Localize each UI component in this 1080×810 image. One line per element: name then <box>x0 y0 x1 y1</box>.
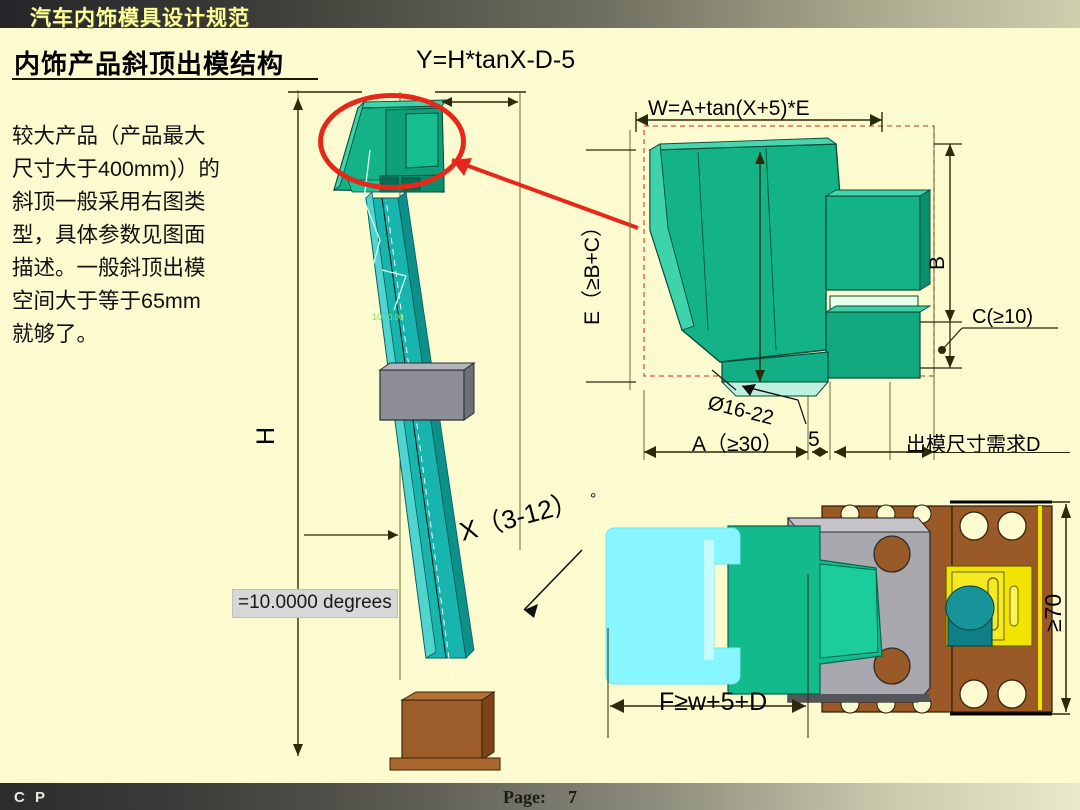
dim-b-label: B <box>926 255 949 270</box>
subtitle-underline <box>12 78 318 80</box>
page-title: 汽车内饰模具设计规范 <box>30 7 250 30</box>
dim-demold-underline <box>906 452 1070 454</box>
page-indicator: Page: 7 <box>0 787 1080 808</box>
degree-symbol-label: ° <box>590 491 597 508</box>
page-number: 7 <box>567 787 577 807</box>
dim-70-label: ≥70 <box>1040 593 1066 632</box>
dim-f-label: F≥w+5+D <box>659 688 768 716</box>
dim-a-label: A（≥30） <box>692 433 783 456</box>
dim-c-label: C(≥10) <box>972 306 1033 328</box>
lifter-head-detail-drawing <box>586 112 1058 460</box>
svg-text:10: 10 <box>372 312 382 322</box>
lifter-plan-drawing <box>605 500 1071 738</box>
company-logo: C P <box>14 789 49 806</box>
body-paragraph: 较大产品（产品最大尺寸大于400mm)）的斜顶一般采用右图类型，具体参数见图面描… <box>12 124 220 346</box>
detail-callout-arrow <box>451 158 639 230</box>
formula-y-label: Y=H*tanX-D-5 <box>416 46 576 74</box>
formula-w-label: W=A+tan(X+5)*E <box>648 97 810 120</box>
dim-demold-label: 出模尺寸需求D <box>906 434 1041 456</box>
page-label: Page: <box>503 787 546 807</box>
header-bar <box>0 0 1080 28</box>
dim-e-label: E（≥B+C） <box>581 216 604 325</box>
dim-five-label: 5 <box>808 428 820 451</box>
svg-text:0.00: 0.00 <box>388 313 404 322</box>
dim-h-label: H <box>252 426 280 445</box>
angle-measure-tooltip: =10.0000 degrees <box>233 590 397 617</box>
detail-highlight-ellipse <box>318 93 466 190</box>
section-subtitle: 内饰产品斜顶出模结构 <box>14 49 285 79</box>
footer-bar <box>0 783 1080 810</box>
